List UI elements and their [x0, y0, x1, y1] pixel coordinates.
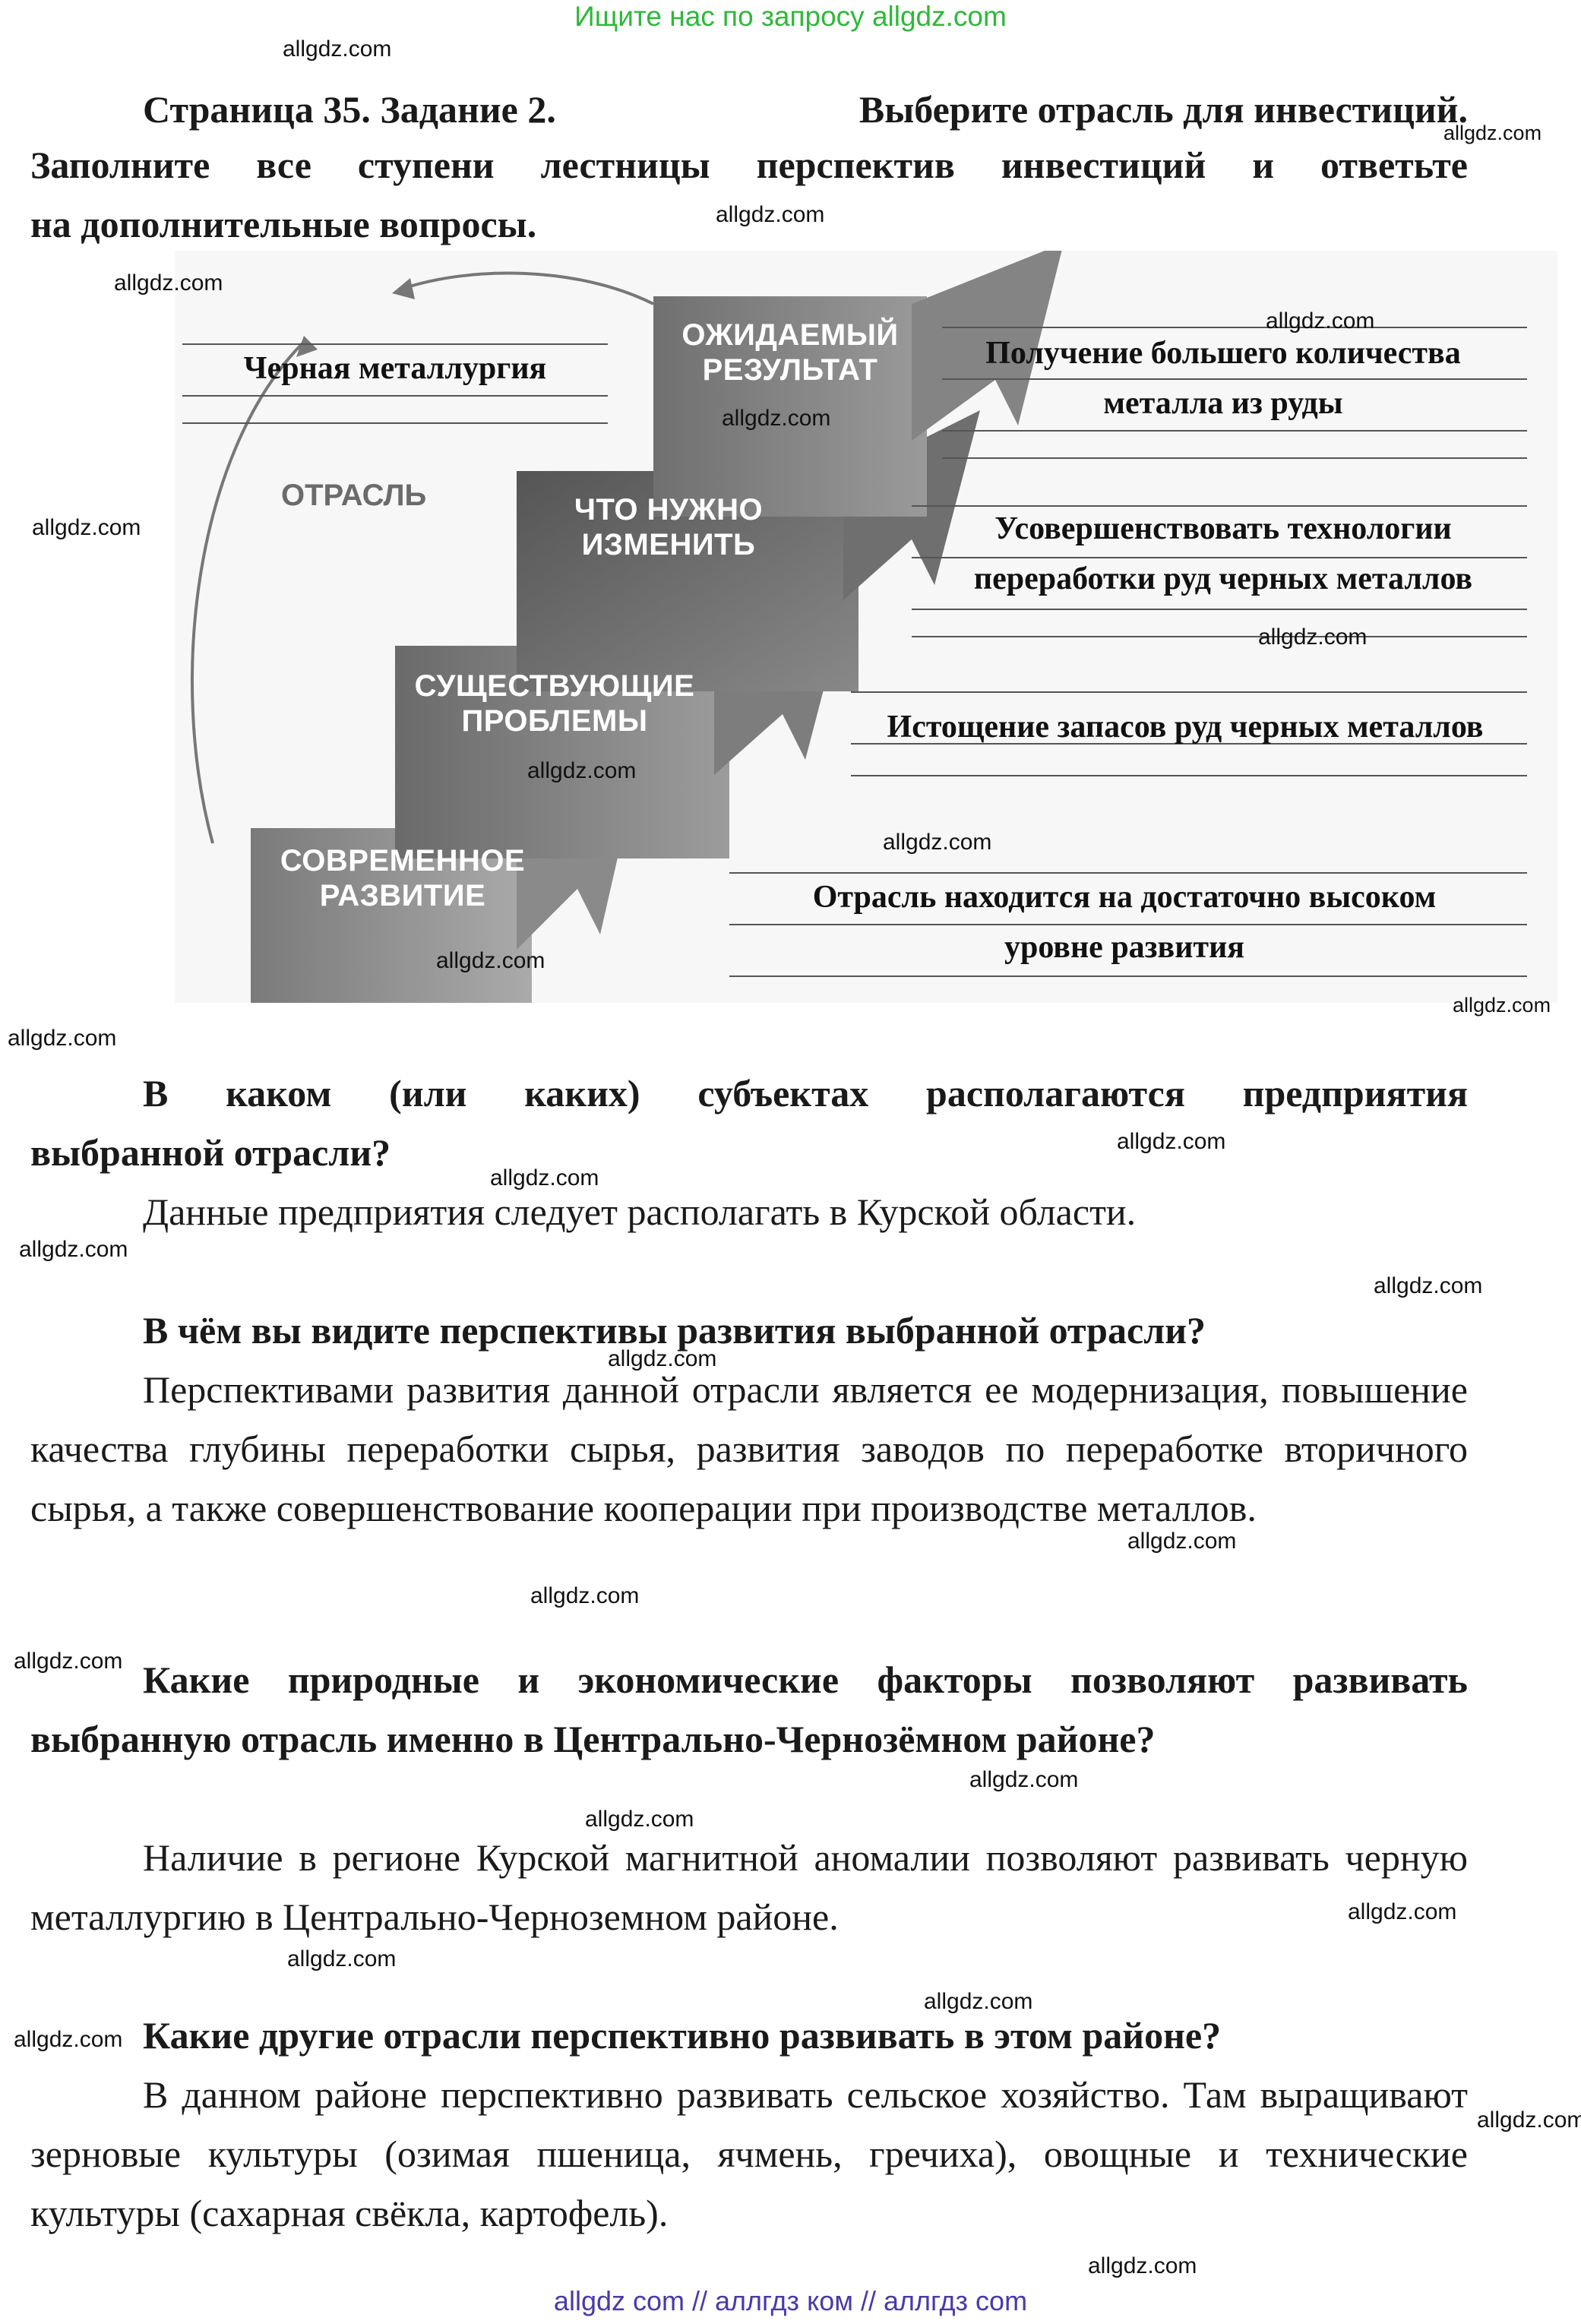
- task-heading-line2: Заполните все ступени лестницы перспекти…: [30, 144, 1468, 186]
- watermark: allgdz.com: [716, 202, 825, 227]
- watermark: allgdz.com: [527, 758, 637, 783]
- current-answer-line1: Отрасль находится на достаточно высоком: [812, 880, 1437, 915]
- bottom-banner[interactable]: allgdz com // аллгдз ком // аллгдз com: [553, 2285, 1028, 2316]
- watermark: allgdz.com: [14, 1649, 123, 1674]
- curved-arrow-top: [402, 271, 654, 305]
- step-problems-label-line2: ПРОБЛЕМЫ: [461, 704, 648, 738]
- current-line-1: [729, 872, 1527, 874]
- q2-answer: Перспективами развития данной отрасли яв…: [30, 1368, 1468, 1529]
- watermark: allgdz.com: [1127, 1529, 1237, 1554]
- ladder-graphic: [175, 251, 1557, 1003]
- watermark: allgdz.com: [1453, 994, 1551, 1017]
- result-answer: Получение большего количества металла из…: [927, 328, 1519, 428]
- step-result-block: [653, 296, 927, 517]
- step-change-label-line2: ИЗМЕНИТЬ: [581, 528, 756, 561]
- step-result-label-line2: РЕЗУЛЬТАТ: [702, 353, 878, 387]
- task-heading-line1: Страница 35. Задание 2. Выберите отрасль…: [30, 80, 1468, 139]
- step-result-arrow: [912, 251, 1062, 441]
- industry-answer: Черная металлургия: [243, 351, 547, 386]
- change-line-3: [912, 609, 1527, 610]
- step-result-label: ОЖИДАЕМЫЙ РЕЗУЛЬТАТ: [653, 318, 927, 387]
- industry-line-1: [182, 343, 608, 345]
- task-heading-line3: на дополнительные вопросы.: [30, 203, 537, 245]
- current-answer-line2: уровне развития: [1004, 930, 1244, 965]
- q4-question: Какие другие отрасли перспективно развив…: [143, 2014, 1222, 2057]
- investment-ladder-diagram: ОЖИДАЕМЫЙ РЕЗУЛЬТАТ ЧТО НУЖНО ИЗМЕНИТЬ С…: [152, 251, 1557, 1003]
- step-problems-block: [395, 646, 729, 858]
- result-line-2: [942, 378, 1527, 380]
- watermark: allgdz.com: [436, 948, 545, 973]
- step-change-label-line1: ЧТО НУЖНО: [574, 493, 764, 526]
- task-number: Страница 35. Задание 2.: [143, 88, 556, 131]
- problems-line-2: [851, 743, 1527, 745]
- watermark: allgdz.com: [14, 2027, 123, 2052]
- q1-question-line1: В каком (или каких) субъектах располагаю…: [143, 1072, 1468, 1115]
- current-line-2: [729, 924, 1527, 925]
- watermark: allgdz.com: [1117, 1129, 1226, 1154]
- watermark: allgdz.com: [1266, 308, 1375, 334]
- watermark: allgdz.com: [608, 1346, 717, 1371]
- watermark: allgdz.com: [1477, 2107, 1581, 2133]
- watermark: allgdz.com: [969, 1767, 1079, 1792]
- industry-line-3: [182, 422, 608, 424]
- result-answer-line1: Получение большего количества: [985, 336, 1461, 371]
- watermark: allgdz.com: [1348, 1899, 1457, 1924]
- q1-question-line2: выбранной отрасли?: [30, 1131, 391, 1174]
- change-answer: Усовершенствовать технологии переработки…: [912, 504, 1535, 604]
- watermark: allgdz.com: [114, 270, 223, 296]
- step-current-label: СОВРЕМЕННОЕ РАЗВИТИЕ: [258, 843, 547, 913]
- watermark: allgdz.com: [283, 36, 392, 62]
- top-banner[interactable]: Ищите нас по запросу allgdz.com: [574, 1, 1007, 32]
- change-answer-line2: переработки руд черных металлов: [973, 561, 1473, 596]
- step-problems-label-line1: СУЩЕСТВУЮЩИЕ: [414, 669, 695, 703]
- change-line-4: [912, 636, 1527, 637]
- watermark: allgdz.com: [1258, 624, 1368, 650]
- watermark: allgdz.com: [490, 1165, 599, 1190]
- current-line-3: [729, 975, 1527, 977]
- change-line-1: [912, 505, 1527, 507]
- watermark: allgdz.com: [1443, 122, 1542, 144]
- step-current-label-line1: СОВРЕМЕННОЕ: [280, 844, 526, 877]
- result-line-1: [942, 327, 1527, 328]
- current-answer: Отрасль находится на достаточно высоком …: [729, 872, 1519, 972]
- problems-line-1: [851, 691, 1527, 693]
- arrowhead-left: [296, 336, 318, 357]
- watermark: allgdz.com: [32, 515, 141, 540]
- watermark: allgdz.com: [1088, 2253, 1197, 2278]
- task-title: Выберите отрасль для инвестиций.: [858, 88, 1468, 131]
- watermark: allgdz.com: [585, 1807, 694, 1832]
- watermark: allgdz.com: [883, 830, 992, 855]
- step-current-block: [251, 828, 532, 1003]
- problems-line-3: [851, 775, 1527, 776]
- problems-answer: Истощение запасов руд черных металлов: [887, 710, 1484, 745]
- step-change-block: [517, 471, 858, 691]
- step-problems-label: СУЩЕСТВУЮЩИЕ ПРОБЛЕМЫ: [395, 669, 714, 738]
- watermark: allgdz.com: [19, 1237, 128, 1262]
- q3-answer: Наличие в регионе Курской магнитной аном…: [30, 1836, 1468, 1938]
- step-result-label-line1: ОЖИДАЕМЫЙ: [681, 318, 899, 352]
- result-line-3: [942, 430, 1527, 432]
- watermark: allgdz.com: [287, 1946, 397, 1971]
- result-answer-line2: металла из руды: [1103, 386, 1343, 421]
- watermark: allgdz.com: [8, 1026, 117, 1051]
- watermark: allgdz.com: [924, 1989, 1033, 2014]
- q3-question: Какие природные и экономические факторы …: [30, 1658, 1468, 1760]
- arrowhead-top: [392, 278, 415, 299]
- result-line-4: [942, 457, 1527, 459]
- watermark: allgdz.com: [722, 406, 831, 431]
- curved-arrow-left: [191, 340, 305, 844]
- watermark: allgdz.com: [1374, 1273, 1483, 1298]
- change-answer-line1: Усовершенствовать технологии: [994, 511, 1452, 546]
- industry-line-2: [182, 395, 608, 397]
- industry-label: ОТРАСЛЬ: [281, 479, 427, 512]
- step-current-label-line2: РАЗВИТИЕ: [319, 879, 486, 912]
- q4-answer: В данном районе перспективно развивать с…: [30, 2073, 1468, 2234]
- q2-question: В чём вы видите перспективы развития выб…: [143, 1309, 1206, 1352]
- q1-answer: Данные предприятия следует располагать в…: [143, 1190, 1137, 1233]
- step-change-label: ЧТО НУЖНО ИЗМЕНИТЬ: [517, 492, 821, 562]
- watermark: allgdz.com: [530, 1583, 640, 1608]
- change-line-2: [912, 557, 1527, 558]
